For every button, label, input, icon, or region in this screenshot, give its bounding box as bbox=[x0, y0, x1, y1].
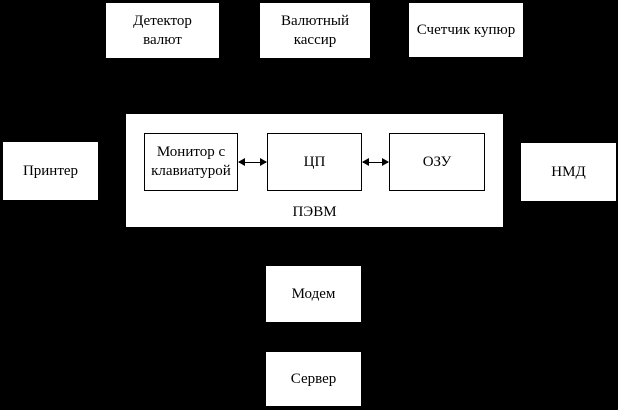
node-ram: ОЗУ bbox=[389, 133, 485, 191]
arrowhead-right-icon bbox=[382, 158, 389, 166]
node-currency-detector-label-line1: Детектор bbox=[133, 12, 192, 29]
node-cpu: ЦП bbox=[267, 133, 362, 191]
arrowhead-right-icon bbox=[260, 158, 267, 166]
monitor-cpu-double-arrow bbox=[238, 158, 267, 167]
node-currency-cashier: Валютный кассир bbox=[260, 3, 370, 58]
node-printer: Принтер bbox=[3, 142, 98, 200]
node-pevm-container: Монитор с клавиатурой ЦП ОЗУ ПЭВМ bbox=[126, 114, 503, 227]
node-monitor-keyboard-label-line2: клавиатурой bbox=[151, 163, 231, 179]
node-server: Сервер bbox=[266, 352, 361, 406]
node-nmd-disk: НМД bbox=[521, 143, 616, 201]
node-monitor-keyboard-label-line1: Монитор с bbox=[156, 144, 226, 160]
node-modem: Модем bbox=[266, 266, 361, 322]
node-currency-detector: Детектор валют bbox=[106, 3, 219, 58]
arrow-shaft bbox=[239, 162, 266, 163]
node-bill-counter: Счетчик купюр bbox=[409, 3, 523, 57]
node-modem-label: Модем bbox=[291, 285, 336, 302]
node-currency-detector-label-line2: валют bbox=[143, 31, 182, 48]
node-printer-label: Принтер bbox=[22, 162, 79, 179]
node-ram-label: ОЗУ bbox=[422, 153, 452, 170]
node-bill-counter-label: Счетчик купюр bbox=[416, 21, 516, 38]
node-monitor-keyboard: Монитор с клавиатурой bbox=[144, 133, 238, 191]
node-currency-cashier-label-line1: Валютный bbox=[281, 12, 349, 29]
cpu-ram-double-arrow bbox=[362, 158, 389, 167]
node-cpu-label: ЦП bbox=[303, 153, 326, 170]
node-nmd-disk-label: НМД bbox=[551, 163, 586, 180]
arrow-shaft bbox=[363, 162, 388, 163]
node-currency-cashier-label-line2: кассир bbox=[293, 31, 337, 48]
node-server-label: Сервер bbox=[290, 370, 337, 387]
pevm-caption: ПЭВМ bbox=[292, 204, 337, 220]
